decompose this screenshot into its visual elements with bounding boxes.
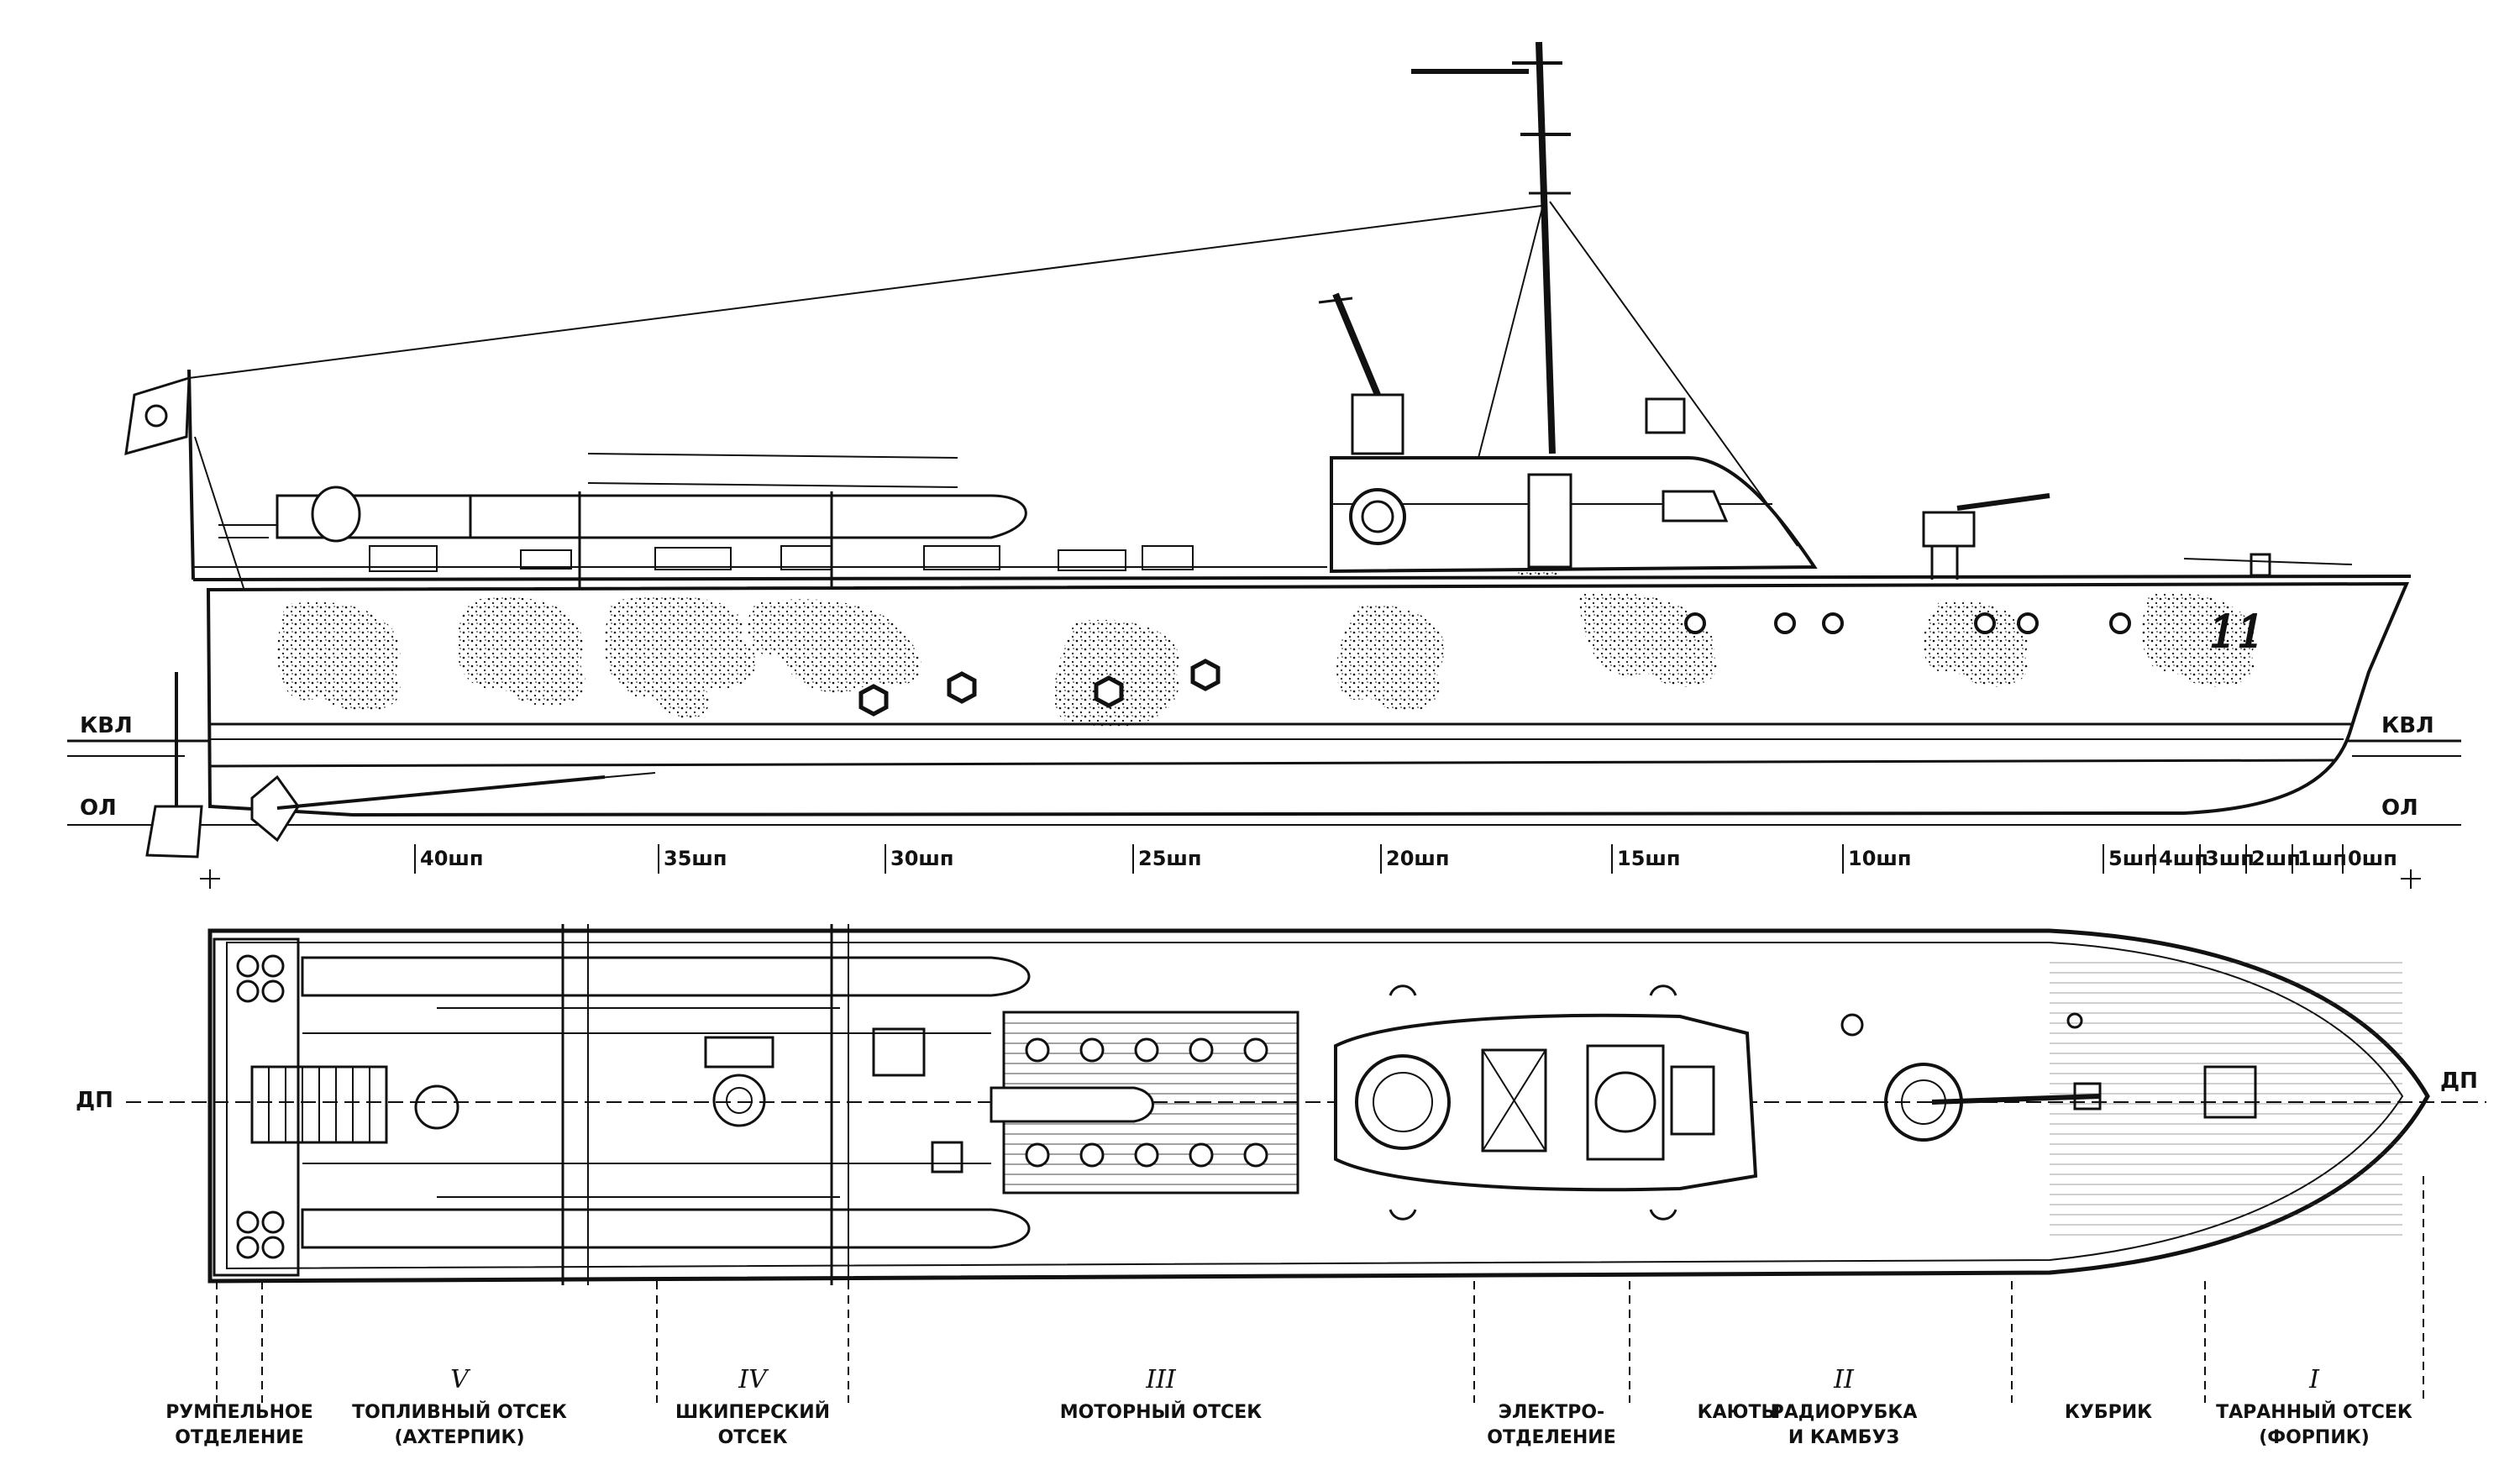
aa-gun: [1318, 292, 1404, 455]
searchlight: [1645, 397, 1686, 434]
mast: [188, 41, 1798, 547]
frame-label: 0шп: [2348, 847, 2397, 870]
compartment-name: ШКИПЕРСКИЙ: [675, 1401, 830, 1423]
compartment-numeral: IV: [738, 1365, 769, 1394]
frame-label: 30шп: [890, 847, 953, 870]
lifebuoy: [1349, 488, 1406, 545]
compartment-name: ТОПЛИВНЫЙ ОТСЕК: [352, 1401, 567, 1423]
hull-number: 11: [2209, 607, 2265, 658]
compartment-name: ЭЛЕКТРО-: [1499, 1402, 1604, 1423]
compartment-name-line2: ОТДЕЛЕНИЕ: [1487, 1427, 1615, 1448]
kvl-label-right: КВЛ: [2381, 713, 2434, 738]
frame-label: 15шп: [1617, 847, 1680, 870]
hull-plan: [207, 928, 2430, 1284]
compartment-name-line2: ОТДЕЛЕНИЕ: [175, 1427, 303, 1448]
ensign-flag: [124, 375, 191, 456]
compartment-name: РУМПЕЛЬНОЕ: [165, 1402, 313, 1423]
compartment-name: РАДИОРУБКА: [1771, 1402, 1918, 1423]
frame-label: 10шп: [1848, 847, 1911, 870]
ol-label-right: ОЛ: [2381, 796, 2418, 821]
compartment-name: ТАРАННЫЙ ОТСЕК: [2216, 1401, 2412, 1423]
frame-scale: [200, 869, 2421, 889]
camouflage-pattern: [277, 470, 2255, 728]
propeller: [250, 775, 300, 843]
kvl-label-left: КВЛ: [80, 713, 133, 738]
compartment-labels: РУМПЕЛЬНОЕ ОТДЕЛЕНИЕ V ТОПЛИВНЫЙ ОТСЕК (АХТЕ…: [165, 1365, 2412, 1448]
compartment-numeral: I: [2308, 1365, 2320, 1394]
side-waterline-labels: КВЛ КВЛ ОЛ ОЛ: [80, 713, 2434, 821]
exhaust-ports: [858, 659, 1221, 717]
side-view: [67, 41, 2461, 859]
frame-label: 40шп: [420, 847, 483, 870]
deck-equipment: [218, 524, 1194, 572]
compartment-name-line2: (АХТЕРПИК): [394, 1427, 524, 1448]
frame-label: 1шп: [2297, 847, 2347, 870]
torpedo-side: [276, 453, 1027, 588]
compartment-name: КУБРИК: [2065, 1402, 2152, 1423]
engine-vents: [1025, 1037, 1268, 1168]
rudder: [145, 805, 203, 859]
dp-label-left: ДП: [76, 1088, 113, 1113]
aerial-stay: [188, 205, 1542, 379]
wheelhouse-side: [1330, 456, 1818, 574]
compartment-name-line2: ОТСЕК: [718, 1427, 788, 1448]
torpedo-plan: [301, 924, 1031, 1285]
compartment-name: МОТОРНЫЙ ОТСЕК: [1060, 1401, 1263, 1423]
plan-view: [126, 924, 2486, 1285]
frame-label: 35шп: [664, 847, 727, 870]
forward-gun: [1922, 493, 2050, 580]
ol-label-left: ОЛ: [80, 796, 117, 821]
portholes: [1684, 612, 2131, 634]
frame-label: 5шп: [2108, 847, 2158, 870]
compartment-dividers: [216, 1176, 2424, 1403]
compartment-name-line2: И КАМБУЗ: [1788, 1427, 1899, 1448]
frame-label: 20шп: [1386, 847, 1449, 870]
frame-label: 25шп: [1138, 847, 1201, 870]
compartment-name: КАЮТЫ: [1698, 1402, 1781, 1423]
compartment-numeral: III: [1145, 1365, 1177, 1394]
compartment-numeral: II: [1833, 1365, 1855, 1394]
dp-label-right: ДП: [2440, 1069, 2478, 1094]
compartment-name-line2: (ФОРПИК): [2259, 1427, 2370, 1448]
compartment-numeral: V: [450, 1365, 471, 1394]
